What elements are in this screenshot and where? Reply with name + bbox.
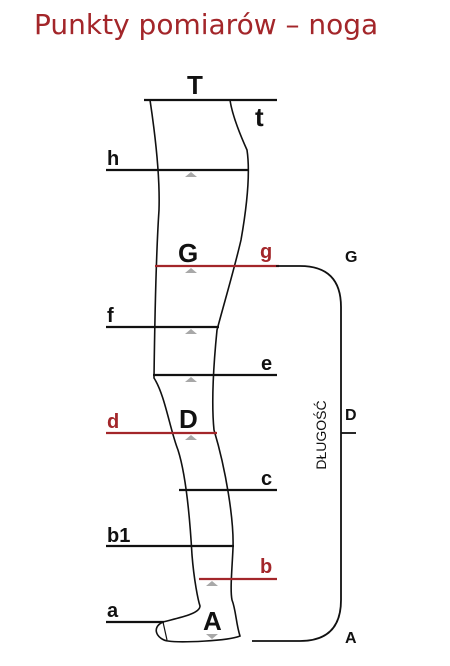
length-bracket: [252, 265, 342, 642]
length-label: DŁUGOŚĆ: [312, 400, 329, 469]
label-h: h: [107, 148, 119, 170]
marker-triangle: [185, 435, 197, 440]
bracket-label-D: D: [345, 407, 357, 424]
marker-triangle: [185, 377, 197, 382]
label-A: A: [203, 606, 222, 636]
marker-triangle: [206, 634, 218, 639]
label-t: t: [255, 102, 264, 132]
marker-triangle: [185, 268, 197, 273]
label-a: a: [107, 600, 119, 622]
label-b: b: [260, 556, 272, 578]
label-e: e: [261, 353, 272, 375]
page-title: Punkty pomiarów – noga: [34, 8, 379, 41]
label-f: f: [107, 305, 114, 327]
label-D: D: [179, 404, 198, 434]
label-T: T: [187, 70, 203, 100]
label-c: c: [261, 468, 272, 490]
marker-triangle: [206, 581, 218, 586]
marker-triangle: [185, 329, 197, 334]
leg-outline-back: [149, 99, 250, 643]
label-G: G: [178, 238, 198, 268]
label-d: d: [107, 411, 119, 433]
ankle-tick: [162, 621, 168, 641]
bracket-label-G: G: [345, 249, 357, 266]
marker-triangle: [185, 172, 197, 177]
label-b1: b1: [107, 525, 130, 547]
bracket-label-A: A: [345, 630, 357, 647]
label-g: g: [260, 241, 272, 263]
